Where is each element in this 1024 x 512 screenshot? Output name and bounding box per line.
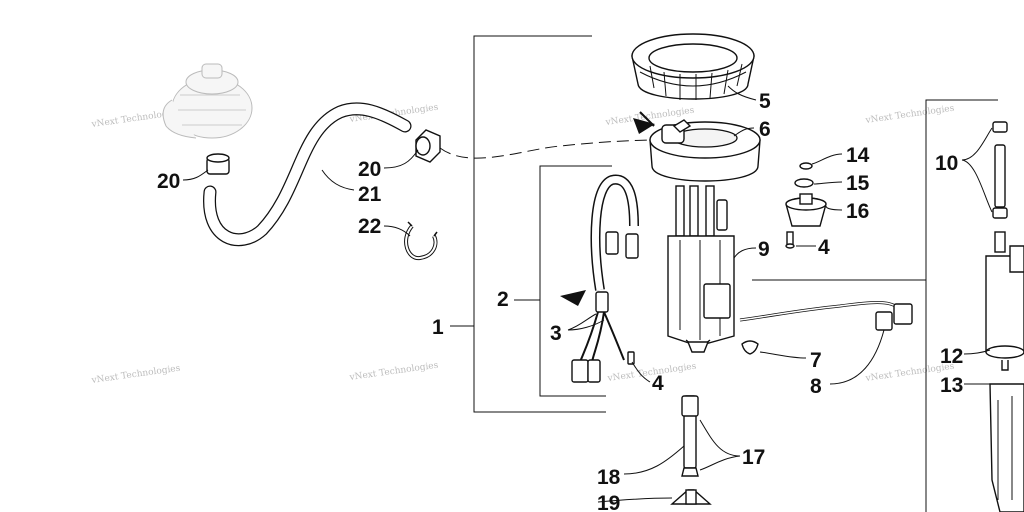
watermark: vNext Technologies: [90, 364, 181, 387]
callout-12: 12: [940, 345, 963, 368]
fuel-fitting: [670, 395, 712, 505]
retaining-clip: [741, 340, 759, 355]
watermark: vNext Technologies: [348, 361, 439, 384]
direction-arrow-icon: [560, 290, 586, 306]
callout-2: 2: [497, 288, 509, 311]
pump-flange: [639, 111, 761, 182]
fuel-hose: [203, 102, 412, 247]
callout-18: 18: [597, 466, 621, 489]
wire-harness: [571, 174, 639, 383]
callout-3: 3: [550, 322, 562, 345]
hose-clamp-left: [206, 153, 230, 175]
hose-clamp-right: [415, 129, 441, 163]
callout-22: 22: [358, 215, 381, 238]
callout-21: 21: [358, 183, 382, 206]
spring-clip: [404, 221, 438, 261]
callout-20: 20: [157, 170, 180, 193]
assembly-bracket-2: [514, 165, 612, 397]
pump-assembly: [667, 185, 735, 353]
direction-arrow-icon: [633, 118, 655, 134]
callout-19: 19: [597, 492, 620, 512]
leader-lines: [182, 85, 993, 503]
ghost-tank-illustration: [162, 63, 253, 139]
callout-4: 4: [652, 372, 664, 395]
dashed-fuel-line: [439, 139, 661, 159]
callout-17: 17: [742, 446, 765, 469]
watermark: vNext Technologies: [864, 104, 955, 127]
sender-wire: [739, 301, 913, 331]
regulator-group: [785, 162, 827, 227]
callout-4: 4: [818, 236, 830, 259]
callout-6: 6: [759, 118, 771, 141]
callout-1: 1: [432, 316, 444, 339]
callout-20: 20: [358, 158, 381, 181]
callout-10: 10: [935, 152, 958, 175]
callout-7: 7: [810, 349, 822, 372]
callout-5: 5: [759, 90, 771, 113]
assembly-bracket-1: [450, 35, 606, 413]
callout-16: 16: [846, 200, 869, 223]
fuel-pump-motor: [985, 121, 1024, 512]
lock-ring: [631, 33, 755, 100]
callout-labels: 1 2 3 4 4 5 6 7 8 9 10 12 13 14 15 16 17…: [157, 90, 963, 512]
callout-14: 14: [846, 144, 870, 167]
callout-13: 13: [940, 374, 963, 397]
right-assembly-bracket: [752, 99, 998, 512]
screw: [785, 231, 795, 249]
callout-15: 15: [846, 172, 870, 195]
callout-9: 9: [758, 238, 770, 261]
callout-8: 8: [810, 375, 822, 398]
